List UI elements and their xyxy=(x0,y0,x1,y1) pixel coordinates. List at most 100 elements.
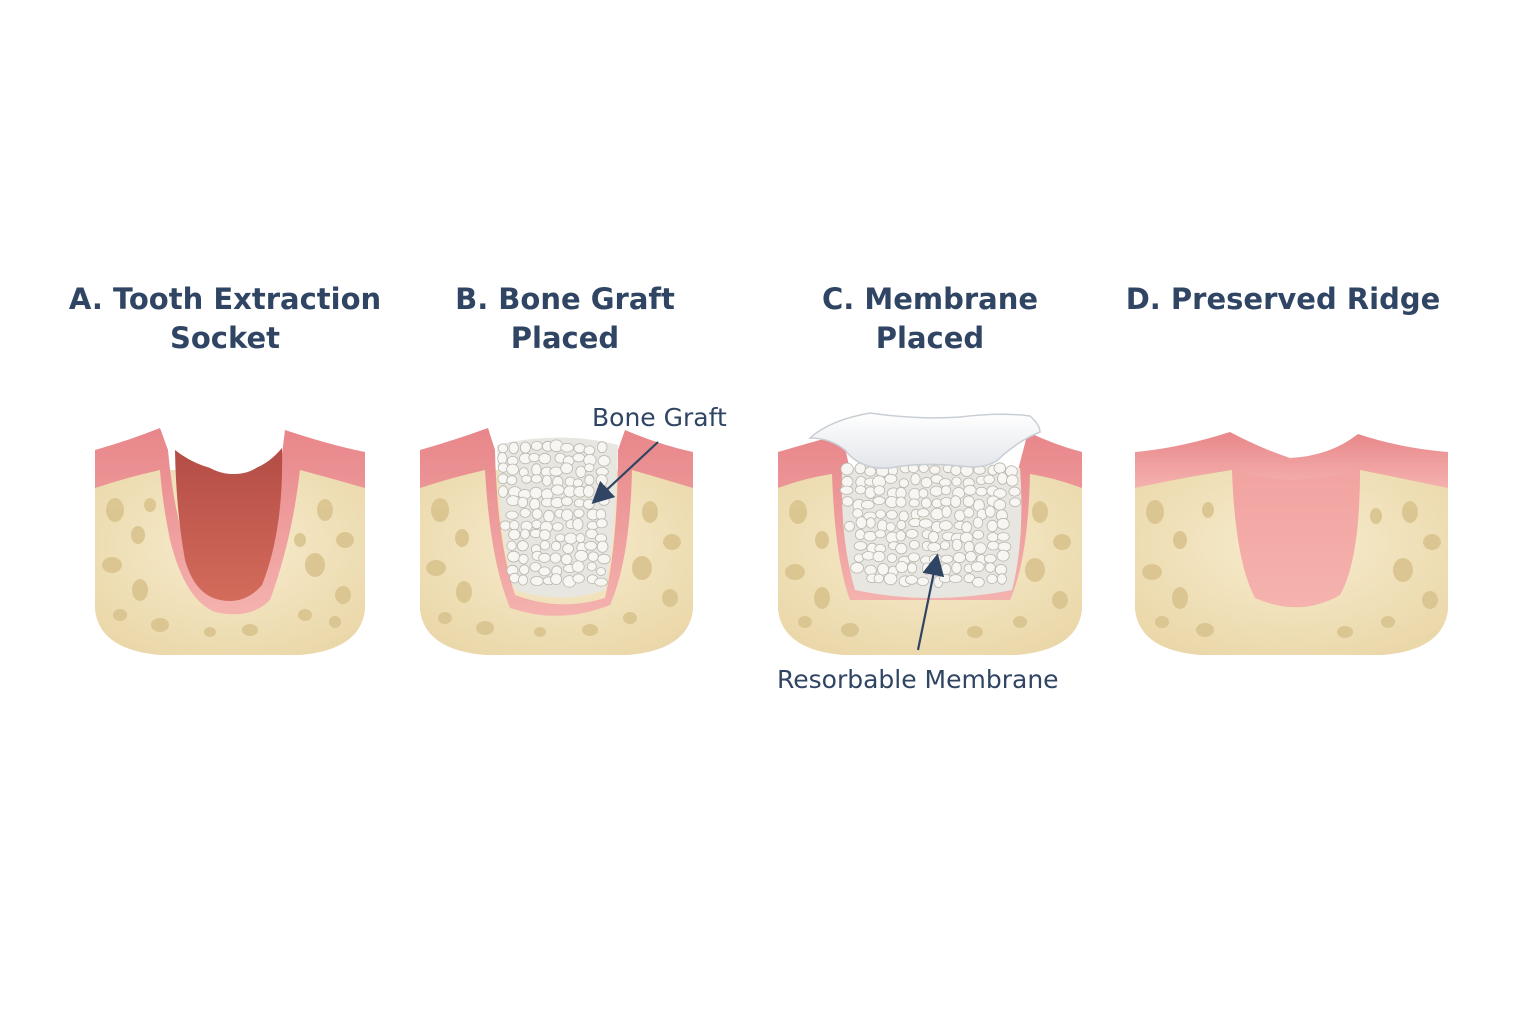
graft-particle xyxy=(941,486,951,495)
graft-particle xyxy=(529,453,540,461)
graft-particle xyxy=(873,551,885,562)
graft-particle xyxy=(540,541,550,550)
graft-particle xyxy=(841,463,853,475)
graft-particle xyxy=(518,497,528,508)
graft-particle xyxy=(507,551,519,562)
graft-particle xyxy=(562,509,573,521)
graft-particle xyxy=(854,542,867,551)
graft-particle xyxy=(573,574,585,583)
graft-particle xyxy=(908,553,919,562)
graft-particle xyxy=(875,530,886,538)
graft-particle xyxy=(574,509,584,518)
graft-particle xyxy=(507,496,520,506)
graft-particle xyxy=(896,497,906,507)
graft-particle xyxy=(952,562,962,573)
graft-particle xyxy=(985,506,995,517)
graft-particle xyxy=(532,520,541,529)
graft-particle xyxy=(884,573,897,585)
graft-particle xyxy=(597,568,606,576)
graft-particle xyxy=(565,533,577,544)
panel-c-diagram xyxy=(778,413,1082,655)
graft-particle xyxy=(532,464,541,476)
graft-particle xyxy=(897,520,906,529)
graft-particle xyxy=(550,553,561,563)
graft-particle xyxy=(561,497,572,506)
graft-particle xyxy=(909,540,919,549)
graft-particle xyxy=(994,463,1006,474)
graft-particle xyxy=(563,544,574,554)
graft-particle xyxy=(911,474,920,485)
graft-particle xyxy=(556,534,566,542)
graft-particle xyxy=(921,477,932,487)
graft-particle xyxy=(575,550,588,561)
graft-particle xyxy=(517,541,528,551)
graft-particle xyxy=(598,554,610,564)
graft-particle xyxy=(596,519,607,528)
graft-particle xyxy=(507,476,517,485)
graft-particle xyxy=(987,574,997,583)
graft-particle xyxy=(539,553,551,562)
panel-d-healed-tissue xyxy=(1232,470,1360,607)
graft-particle xyxy=(899,511,908,522)
graft-particle xyxy=(931,508,944,520)
graft-particle xyxy=(597,442,607,453)
graft-particle xyxy=(973,530,984,539)
graft-particle xyxy=(520,565,529,575)
panel-b-diagram xyxy=(420,428,693,655)
graft-particle xyxy=(942,506,951,518)
graft-particle xyxy=(540,530,551,541)
graft-particle xyxy=(886,523,895,532)
graft-particle xyxy=(539,567,550,576)
graft-particle xyxy=(498,486,507,498)
graft-particle xyxy=(587,562,596,571)
graft-particle xyxy=(997,518,1009,529)
graft-particle xyxy=(530,498,540,510)
graft-particle xyxy=(873,497,885,505)
graft-particle xyxy=(973,517,983,528)
graft-particle xyxy=(952,539,962,550)
graft-particle xyxy=(585,464,594,472)
graft-particle xyxy=(876,510,886,519)
graft-particle xyxy=(551,541,560,551)
graft-particle xyxy=(949,575,962,583)
graft-particle xyxy=(866,518,875,528)
graft-particle xyxy=(510,521,519,531)
graft-particle xyxy=(998,473,1008,485)
graft-particle xyxy=(909,499,919,507)
graft-particle xyxy=(997,574,1006,585)
graft-particle xyxy=(941,555,953,563)
graft-particle xyxy=(896,543,907,554)
graft-particle xyxy=(908,563,917,573)
graft-particle xyxy=(864,531,877,541)
graft-particle xyxy=(951,496,961,508)
graft-particle xyxy=(896,531,906,541)
graft-particle xyxy=(573,453,585,462)
graft-particle xyxy=(509,529,520,540)
graft-particle xyxy=(509,442,518,454)
graft-particle xyxy=(964,485,976,495)
graft-particle xyxy=(522,475,532,483)
graft-particle xyxy=(572,561,584,572)
graft-particle xyxy=(598,456,610,467)
graft-particle xyxy=(930,466,940,474)
graft-particle xyxy=(865,467,876,476)
graft-particle xyxy=(1009,487,1020,496)
graft-particle xyxy=(855,529,865,539)
graft-particle xyxy=(899,479,908,488)
graft-particle xyxy=(498,452,507,464)
graft-particle xyxy=(552,523,563,531)
graft-particle xyxy=(939,521,952,531)
graft-particle xyxy=(963,496,974,507)
graft-particle xyxy=(498,474,508,484)
graft-particle xyxy=(984,475,995,484)
graft-particle xyxy=(917,577,929,585)
graft-particle xyxy=(573,479,582,487)
graft-particle xyxy=(531,576,544,585)
graft-particle xyxy=(507,541,516,550)
graft-particle xyxy=(855,486,866,494)
graft-particle xyxy=(984,554,996,563)
graft-particle xyxy=(856,517,867,529)
graft-particle xyxy=(878,563,889,575)
graft-particle xyxy=(966,551,977,562)
graft-particle xyxy=(921,498,931,508)
